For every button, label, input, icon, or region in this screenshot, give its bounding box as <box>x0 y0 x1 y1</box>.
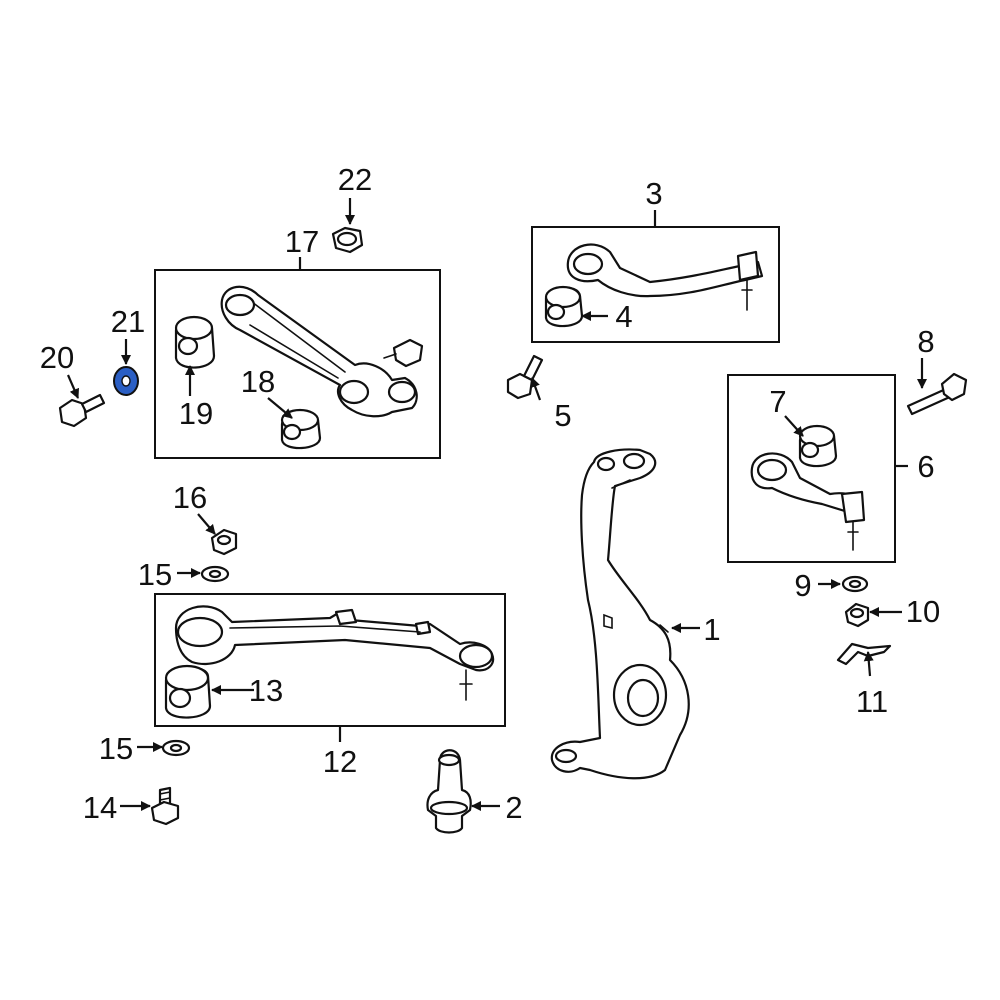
bushing-18[interactable] <box>280 408 322 450</box>
bushing-7[interactable] <box>798 424 838 468</box>
callout-6: 6 <box>917 449 934 484</box>
bushing-4[interactable] <box>544 285 584 328</box>
callout-18: 18 <box>241 364 275 399</box>
callout-8: 8 <box>917 324 934 359</box>
washer-15-upper[interactable] <box>200 565 230 583</box>
ball-joint-2[interactable] <box>426 749 472 834</box>
upper-front-control-arm-3[interactable] <box>566 243 764 311</box>
callout-12: 12 <box>323 744 357 779</box>
callout-4: 4 <box>615 299 632 334</box>
callout-22: 22 <box>338 162 372 197</box>
leader-lines <box>66 198 927 811</box>
callout-15-upper: 15 <box>138 557 172 592</box>
lower-rear-control-arm-17[interactable] <box>220 285 424 418</box>
group-box-upper-rear-arm <box>727 374 896 563</box>
callout-1: 1 <box>703 612 720 647</box>
group-box-lower-rear-arm <box>154 269 441 459</box>
callout-3: 3 <box>645 176 662 211</box>
callout-11: 11 <box>856 684 888 719</box>
nut-16[interactable] <box>210 528 238 556</box>
callout-10: 10 <box>906 594 940 629</box>
callout-19: 19 <box>179 396 213 431</box>
bolt-14[interactable] <box>150 786 180 826</box>
callout-7: 7 <box>769 384 786 419</box>
callout-16: 16 <box>173 480 207 515</box>
callout-5: 5 <box>554 398 571 433</box>
callout-2: 2 <box>505 790 522 825</box>
callout-17: 17 <box>285 224 319 259</box>
callout-13: 13 <box>249 673 283 708</box>
clip-11[interactable] <box>836 642 892 666</box>
washer-9[interactable] <box>841 575 869 593</box>
callout-20: 20 <box>40 340 74 375</box>
callout-9: 9 <box>794 568 811 603</box>
callout-14: 14 <box>83 790 117 825</box>
washer-15-lower[interactable] <box>161 739 191 757</box>
bolt-5[interactable] <box>506 354 544 400</box>
bolt-20[interactable] <box>58 393 106 428</box>
lower-front-control-arm-12[interactable] <box>174 605 495 701</box>
upper-rear-control-arm-6[interactable] <box>750 452 866 551</box>
group-box-lower-front-arm <box>154 593 506 727</box>
nut-22[interactable] <box>331 226 364 254</box>
nut-10[interactable] <box>844 602 870 628</box>
callout-15-lower: 15 <box>99 731 133 766</box>
callout-21: 21 <box>111 304 145 339</box>
bushing-19[interactable] <box>174 315 216 369</box>
bushing-13[interactable] <box>164 664 212 719</box>
callout-labels: 22 17 21 20 19 18 3 4 5 8 7 6 9 10 11 1 … <box>40 162 940 825</box>
washer-21[interactable] <box>113 366 139 396</box>
steering-knuckle-1[interactable] <box>550 448 690 780</box>
bolt-8[interactable] <box>906 372 968 416</box>
